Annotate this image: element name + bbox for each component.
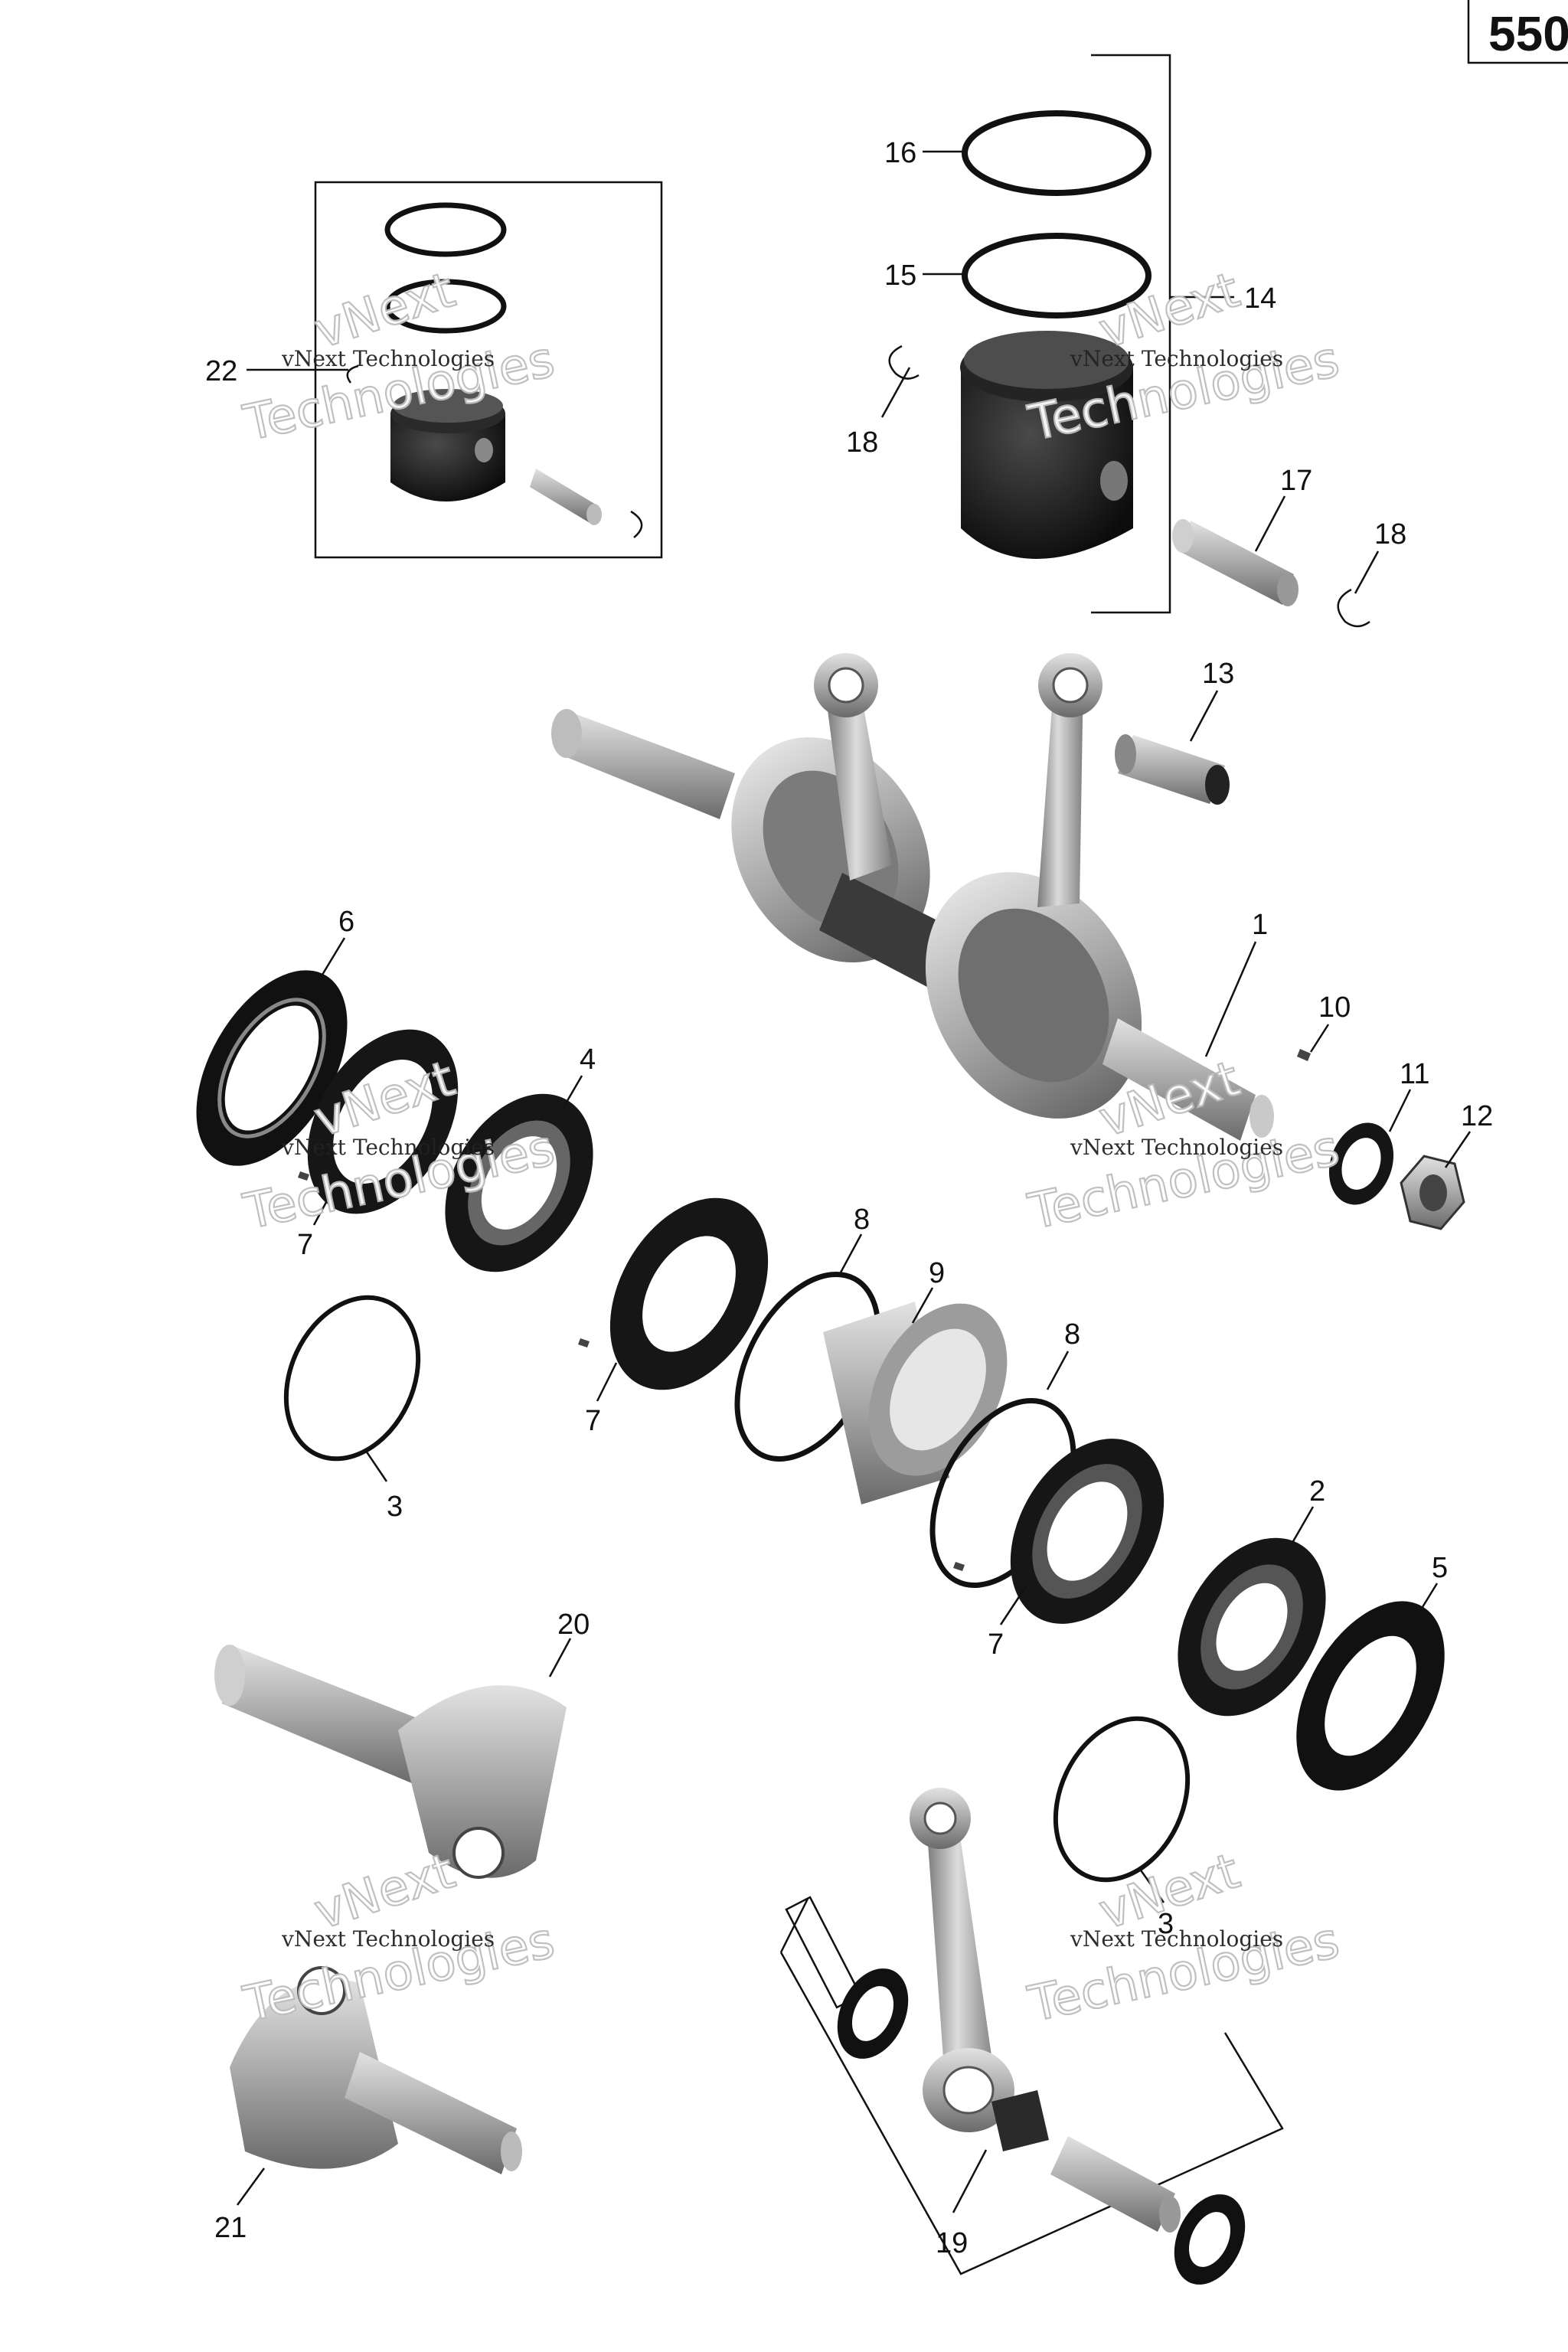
- callout-5: 5: [1432, 1552, 1448, 1584]
- callout-6: 6: [338, 906, 354, 938]
- callout-2: 2: [1309, 1475, 1325, 1508]
- ball-bearing-center: [609, 1197, 769, 1390]
- callout-12: 12: [1461, 1100, 1493, 1132]
- callout-4: 4: [580, 1044, 596, 1076]
- needle-bearing-13: [1115, 734, 1230, 805]
- callout-16: 16: [884, 137, 916, 169]
- watermark-top-right: vNext Technologies vNext Technologies: [1023, 261, 1345, 453]
- o-ring-3-left: [283, 1295, 421, 1462]
- crankshaft-half-21: [230, 1966, 522, 2174]
- svg-text:vNext Technologies: vNext Technologies: [281, 1135, 495, 1160]
- svg-text:vNext: vNext: [308, 262, 462, 360]
- callout-21: 21: [214, 2212, 247, 2244]
- callout-1: 1: [1252, 909, 1268, 941]
- callout-18-right: 18: [1374, 518, 1406, 550]
- svg-text:vNext Technologies: vNext Technologies: [1070, 1135, 1283, 1160]
- svg-text:vNext Technologies: vNext Technologies: [281, 346, 495, 371]
- ball-bearing-4: [445, 1093, 593, 1272]
- crankshaft: [551, 653, 1274, 1141]
- dowel-pins-7: [298, 1171, 965, 1571]
- callout-18-left: 18: [846, 426, 878, 459]
- bearing-sleeve-9: [823, 1302, 1008, 1504]
- callout-15: 15: [884, 260, 916, 292]
- callout-8-a: 8: [854, 1204, 870, 1236]
- callout-11: 11: [1400, 1058, 1429, 1090]
- connecting-rod-kit-19: [779, 1788, 1284, 2285]
- svg-text:vNext Technologies: vNext Technologies: [1070, 1926, 1283, 1952]
- callout-3-right: 3: [1158, 1908, 1174, 1940]
- piston-kit-inset: [314, 181, 663, 559]
- ball-bearing-upper-left: [307, 1029, 459, 1214]
- nut-12: [1400, 1155, 1465, 1230]
- callout-14: 14: [1244, 283, 1276, 315]
- callout-8-b: 8: [1064, 1318, 1080, 1351]
- callout-3-left: 3: [387, 1491, 403, 1523]
- crankshaft-half-20: [214, 1645, 567, 1879]
- callout-7-right: 7: [988, 1628, 1004, 1661]
- ball-bearing-right-center: [1010, 1439, 1165, 1624]
- callout-17: 17: [1280, 465, 1312, 497]
- callout-7-left: 7: [297, 1229, 313, 1261]
- key-10: [1297, 1049, 1311, 1061]
- callout-10: 10: [1318, 991, 1351, 1024]
- callout-19: 19: [936, 2227, 968, 2259]
- callout-22: 22: [205, 355, 237, 387]
- page-number: 550: [1488, 6, 1568, 61]
- o-ring-3-right: [1053, 1716, 1191, 1883]
- callout-9: 9: [929, 1257, 945, 1289]
- page-number-box: 550: [1467, 0, 1568, 64]
- svg-text:vNext Technologies: vNext Technologies: [1070, 346, 1283, 371]
- leader-lines: [236, 150, 1472, 2213]
- ball-bearing-2: [1178, 1537, 1326, 1717]
- watermark-bottom-right: vNext Technologies vNext Technologies: [1023, 1842, 1345, 2034]
- oil-seal-6: [196, 970, 348, 1166]
- callout-13: 13: [1202, 658, 1234, 690]
- callout-20: 20: [557, 1609, 590, 1641]
- piston-assembly: [888, 54, 1370, 628]
- callout-labels: 16 15 14 18 17 18 22 13 1 10 11 12 6 4 7…: [205, 137, 1493, 2259]
- washer-11: [1328, 1122, 1394, 1205]
- oil-seal-5: [1296, 1601, 1445, 1791]
- callout-7-center: 7: [585, 1405, 601, 1437]
- svg-text:vNext Technologies: vNext Technologies: [281, 1926, 495, 1952]
